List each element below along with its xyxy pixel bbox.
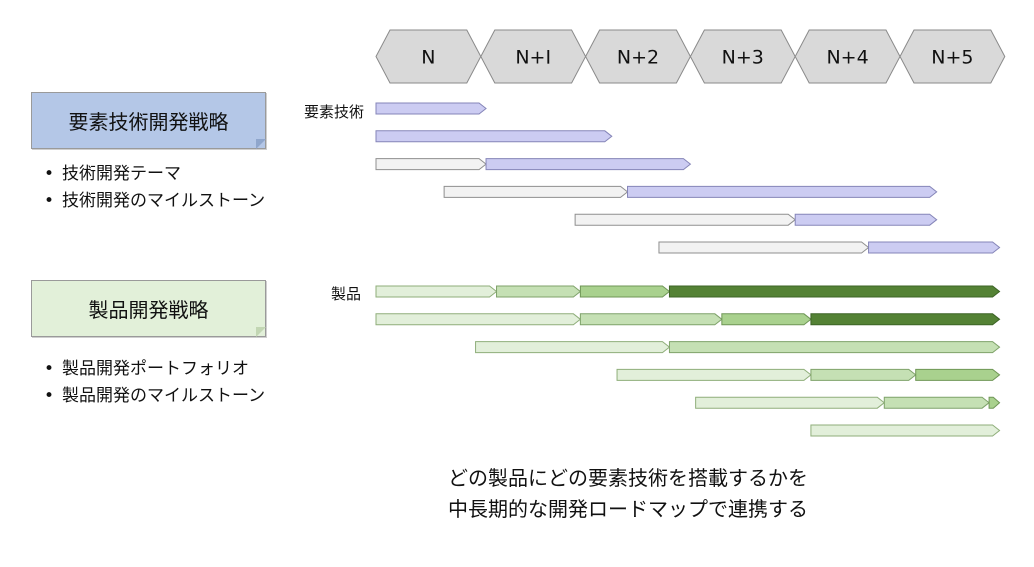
roadmap-bar: [375, 130, 613, 143]
timeline-label: N+5: [931, 47, 973, 69]
roadmap-bar: [375, 158, 487, 171]
roadmap-bar: [915, 368, 1001, 381]
timeline-segment: [689, 29, 796, 84]
timeline-label: N+Ι: [515, 47, 551, 69]
timeline-header: N N+Ι N+2 N+3 N+4 N+5: [375, 29, 1006, 84]
bullet-item: 技術開発テーマ: [32, 161, 265, 188]
folded-corner-icon: [256, 139, 266, 149]
roadmap-bar: [868, 241, 1001, 254]
timeline-label: N+2: [617, 47, 659, 69]
bullet-item: 製品開発ポートフォリオ: [32, 356, 265, 383]
timeline-label: N+4: [826, 47, 868, 69]
roadmap-bar: [574, 213, 797, 226]
product-strategy-title: 製品開発戦略: [88, 298, 209, 322]
roadmap-bar: [883, 396, 990, 409]
timeline-segment: [899, 29, 1006, 84]
folded-corner-icon: [256, 327, 266, 337]
roadmap-bar: [475, 341, 671, 354]
timeline-segment: [375, 29, 482, 84]
product-section-label: 製品: [331, 285, 362, 303]
roadmap-bar: [616, 368, 812, 381]
roadmap-bar: [375, 102, 487, 115]
roadmap-bar: [668, 285, 1001, 298]
tech-section-label: 要素技術: [304, 103, 365, 121]
roadmap-bar: [375, 285, 498, 298]
roadmap-bar: [794, 213, 938, 226]
product-strategy-box: 製品開発戦略: [31, 280, 266, 337]
roadmap-bar: [627, 185, 938, 198]
product-roadmap-bars: [375, 285, 1001, 437]
product-strategy-bullets: 製品開発ポートフォリオ 製品開発のマイルストーン: [32, 356, 265, 410]
roadmap-bar: [721, 313, 812, 326]
roadmap-bar: [485, 158, 692, 171]
roadmap-bar: [579, 285, 671, 298]
bullet-item: 技術開発のマイルストーン: [32, 188, 265, 215]
roadmap-bar: [443, 185, 629, 198]
roadmap-bar: [658, 241, 870, 254]
roadmap-bar: [375, 313, 582, 326]
footer-line-2: 中長期的な開発ロードマップで連携する: [448, 497, 808, 521]
roadmap-bar: [496, 285, 582, 298]
tech-strategy-box: 要素技術開発戦略: [31, 92, 266, 149]
tech-strategy-bullets: 技術開発テーマ 技術開発のマイルストーン: [32, 161, 265, 215]
roadmap-bar: [810, 368, 917, 381]
roadmap-bar: [810, 313, 1001, 326]
roadmap-bar: [988, 396, 1001, 409]
roadmap-bar: [695, 396, 886, 409]
roadmap-bar: [579, 313, 723, 326]
roadmap-bar: [668, 341, 1001, 354]
roadmap-bar: [810, 424, 1001, 437]
bullet-item: 製品開発のマイルストーン: [32, 383, 265, 410]
tech-roadmap-bars: [375, 102, 1001, 254]
timeline-label: N: [421, 47, 435, 69]
timeline-segment: [585, 29, 691, 84]
timeline-label: N+3: [722, 47, 764, 69]
footer-line-1: どの製品にどの要素技術を搭載するかを: [448, 466, 808, 490]
timeline-segment: [794, 29, 901, 84]
timeline-segment: [480, 29, 587, 84]
tech-strategy-title: 要素技術開発戦略: [68, 110, 229, 134]
